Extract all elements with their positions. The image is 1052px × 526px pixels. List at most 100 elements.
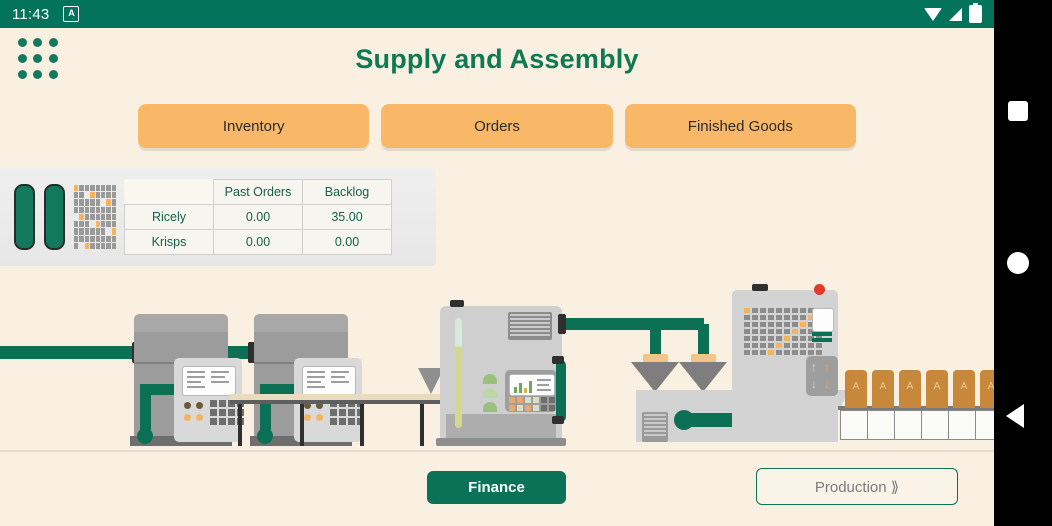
handle-cap	[552, 356, 564, 364]
indicator-cell	[784, 343, 790, 348]
indicator-cell	[800, 343, 806, 348]
warehouse-cell	[84, 242, 90, 249]
panel-knob[interactable]	[304, 402, 311, 409]
warehouse-cell	[111, 235, 116, 242]
warehouse-cell	[100, 192, 106, 199]
panel-knob[interactable]	[316, 414, 323, 421]
discharge-funnel	[418, 368, 444, 394]
hopper-icon	[679, 362, 727, 392]
oven-door-handle[interactable]	[556, 360, 566, 422]
grid-dot	[33, 38, 43, 47]
panel-display	[182, 366, 236, 396]
app-badge-icon: A	[63, 6, 80, 22]
warehouse-cell	[74, 221, 79, 228]
indicator-cell	[800, 322, 806, 327]
silo-icon	[44, 184, 65, 250]
machine-hood	[254, 314, 348, 332]
warehouse-cell	[84, 235, 90, 242]
warehouse-cell	[74, 206, 79, 213]
production-button[interactable]: Production ⟫	[756, 468, 958, 505]
tab-inventory[interactable]: Inventory	[138, 104, 370, 148]
product-bag: A	[872, 370, 894, 408]
conveyor-segment	[894, 410, 922, 440]
row-label-krisps: Krisps	[124, 229, 214, 255]
conveyor-segment	[948, 410, 976, 440]
indicator-cell	[776, 343, 782, 348]
arrow-down-icon: ↓	[824, 377, 830, 391]
finance-button[interactable]: Finance	[427, 471, 566, 504]
transfer-pipe	[562, 318, 704, 330]
warehouse-cell	[90, 213, 95, 221]
panel-knob[interactable]	[304, 414, 311, 421]
indicator-cell	[776, 315, 782, 320]
indicator-cell	[776, 336, 782, 341]
warehouse-cell	[74, 235, 79, 242]
square-recents-icon[interactable]	[1008, 101, 1028, 121]
circle-home-icon[interactable]	[1007, 252, 1029, 274]
warehouse-cell	[79, 185, 84, 192]
grid-dot	[48, 70, 58, 79]
indicator-cell	[792, 336, 798, 341]
warehouse-cell	[95, 228, 100, 235]
warehouse-cell	[79, 206, 84, 213]
hopper-collar	[691, 354, 716, 363]
control-panel[interactable]	[174, 358, 244, 442]
row-label-ricely: Ricely	[124, 204, 214, 230]
panel-knob[interactable]	[196, 414, 203, 421]
triangle-back-icon[interactable]	[1006, 404, 1024, 428]
indicator-cell	[792, 322, 798, 327]
oven-vent-cap	[450, 300, 464, 307]
silo-icon	[14, 184, 35, 250]
warehouse-cell	[100, 185, 106, 192]
tower-cap	[752, 284, 768, 291]
oven-keypad[interactable]	[509, 397, 555, 411]
android-nav-bar	[994, 0, 1052, 526]
indicator-cell	[768, 315, 774, 320]
indicator-cell	[800, 329, 806, 334]
panel-knob[interactable]	[184, 414, 191, 421]
tower-status-bar	[812, 332, 832, 336]
grid-dot	[48, 38, 58, 47]
pipe-valve	[137, 428, 153, 444]
arrow-control-panel[interactable]: ↑ ↑ ↓ ↓	[806, 356, 838, 396]
indicator-cell	[768, 308, 774, 313]
indicator-cell	[792, 315, 798, 320]
indicator-cell	[752, 350, 758, 355]
warehouse-cell	[95, 199, 100, 206]
status-bar-icons	[924, 3, 982, 23]
product-bag: A	[845, 370, 867, 408]
panel-knob[interactable]	[184, 402, 191, 409]
indicator-cell	[744, 350, 750, 355]
warehouse-cell	[111, 228, 116, 235]
machine-hood	[134, 314, 228, 332]
tab-finished-goods[interactable]: Finished Goods	[624, 104, 856, 148]
table-row: Ricely 0.00 35.00	[124, 204, 392, 230]
status-bar: 11:43 A	[0, 0, 994, 28]
indicator-cell	[792, 329, 798, 334]
status-bar-time: 11:43	[12, 5, 50, 23]
warehouse-cell	[90, 242, 95, 249]
indicator-cell	[744, 308, 750, 313]
indicator-cell	[744, 329, 750, 334]
grid-menu-icon[interactable]	[18, 38, 58, 80]
hopper-collar	[643, 354, 668, 363]
roller-wheel	[674, 410, 694, 430]
oven-display-panel[interactable]	[505, 370, 557, 412]
panel-knob[interactable]	[316, 402, 323, 409]
warehouse-cell	[100, 206, 106, 213]
elbow-pipe	[140, 384, 151, 434]
indicator-cell	[808, 350, 814, 355]
oven-plinth	[446, 414, 556, 442]
panel-knob[interactable]	[196, 402, 203, 409]
tab-orders[interactable]: Orders	[381, 104, 613, 148]
warehouse-cell	[111, 206, 116, 213]
level-gauge	[455, 318, 462, 428]
warehouse-cell	[90, 192, 95, 199]
conveyor-leg	[420, 404, 424, 446]
base-vent-grille	[642, 412, 668, 442]
warehouse-cell	[106, 235, 111, 242]
indicator-cell	[808, 329, 814, 334]
arrow-down-icon: ↓	[811, 377, 817, 391]
indicator-cell	[776, 350, 782, 355]
indicator-cell	[784, 350, 790, 355]
